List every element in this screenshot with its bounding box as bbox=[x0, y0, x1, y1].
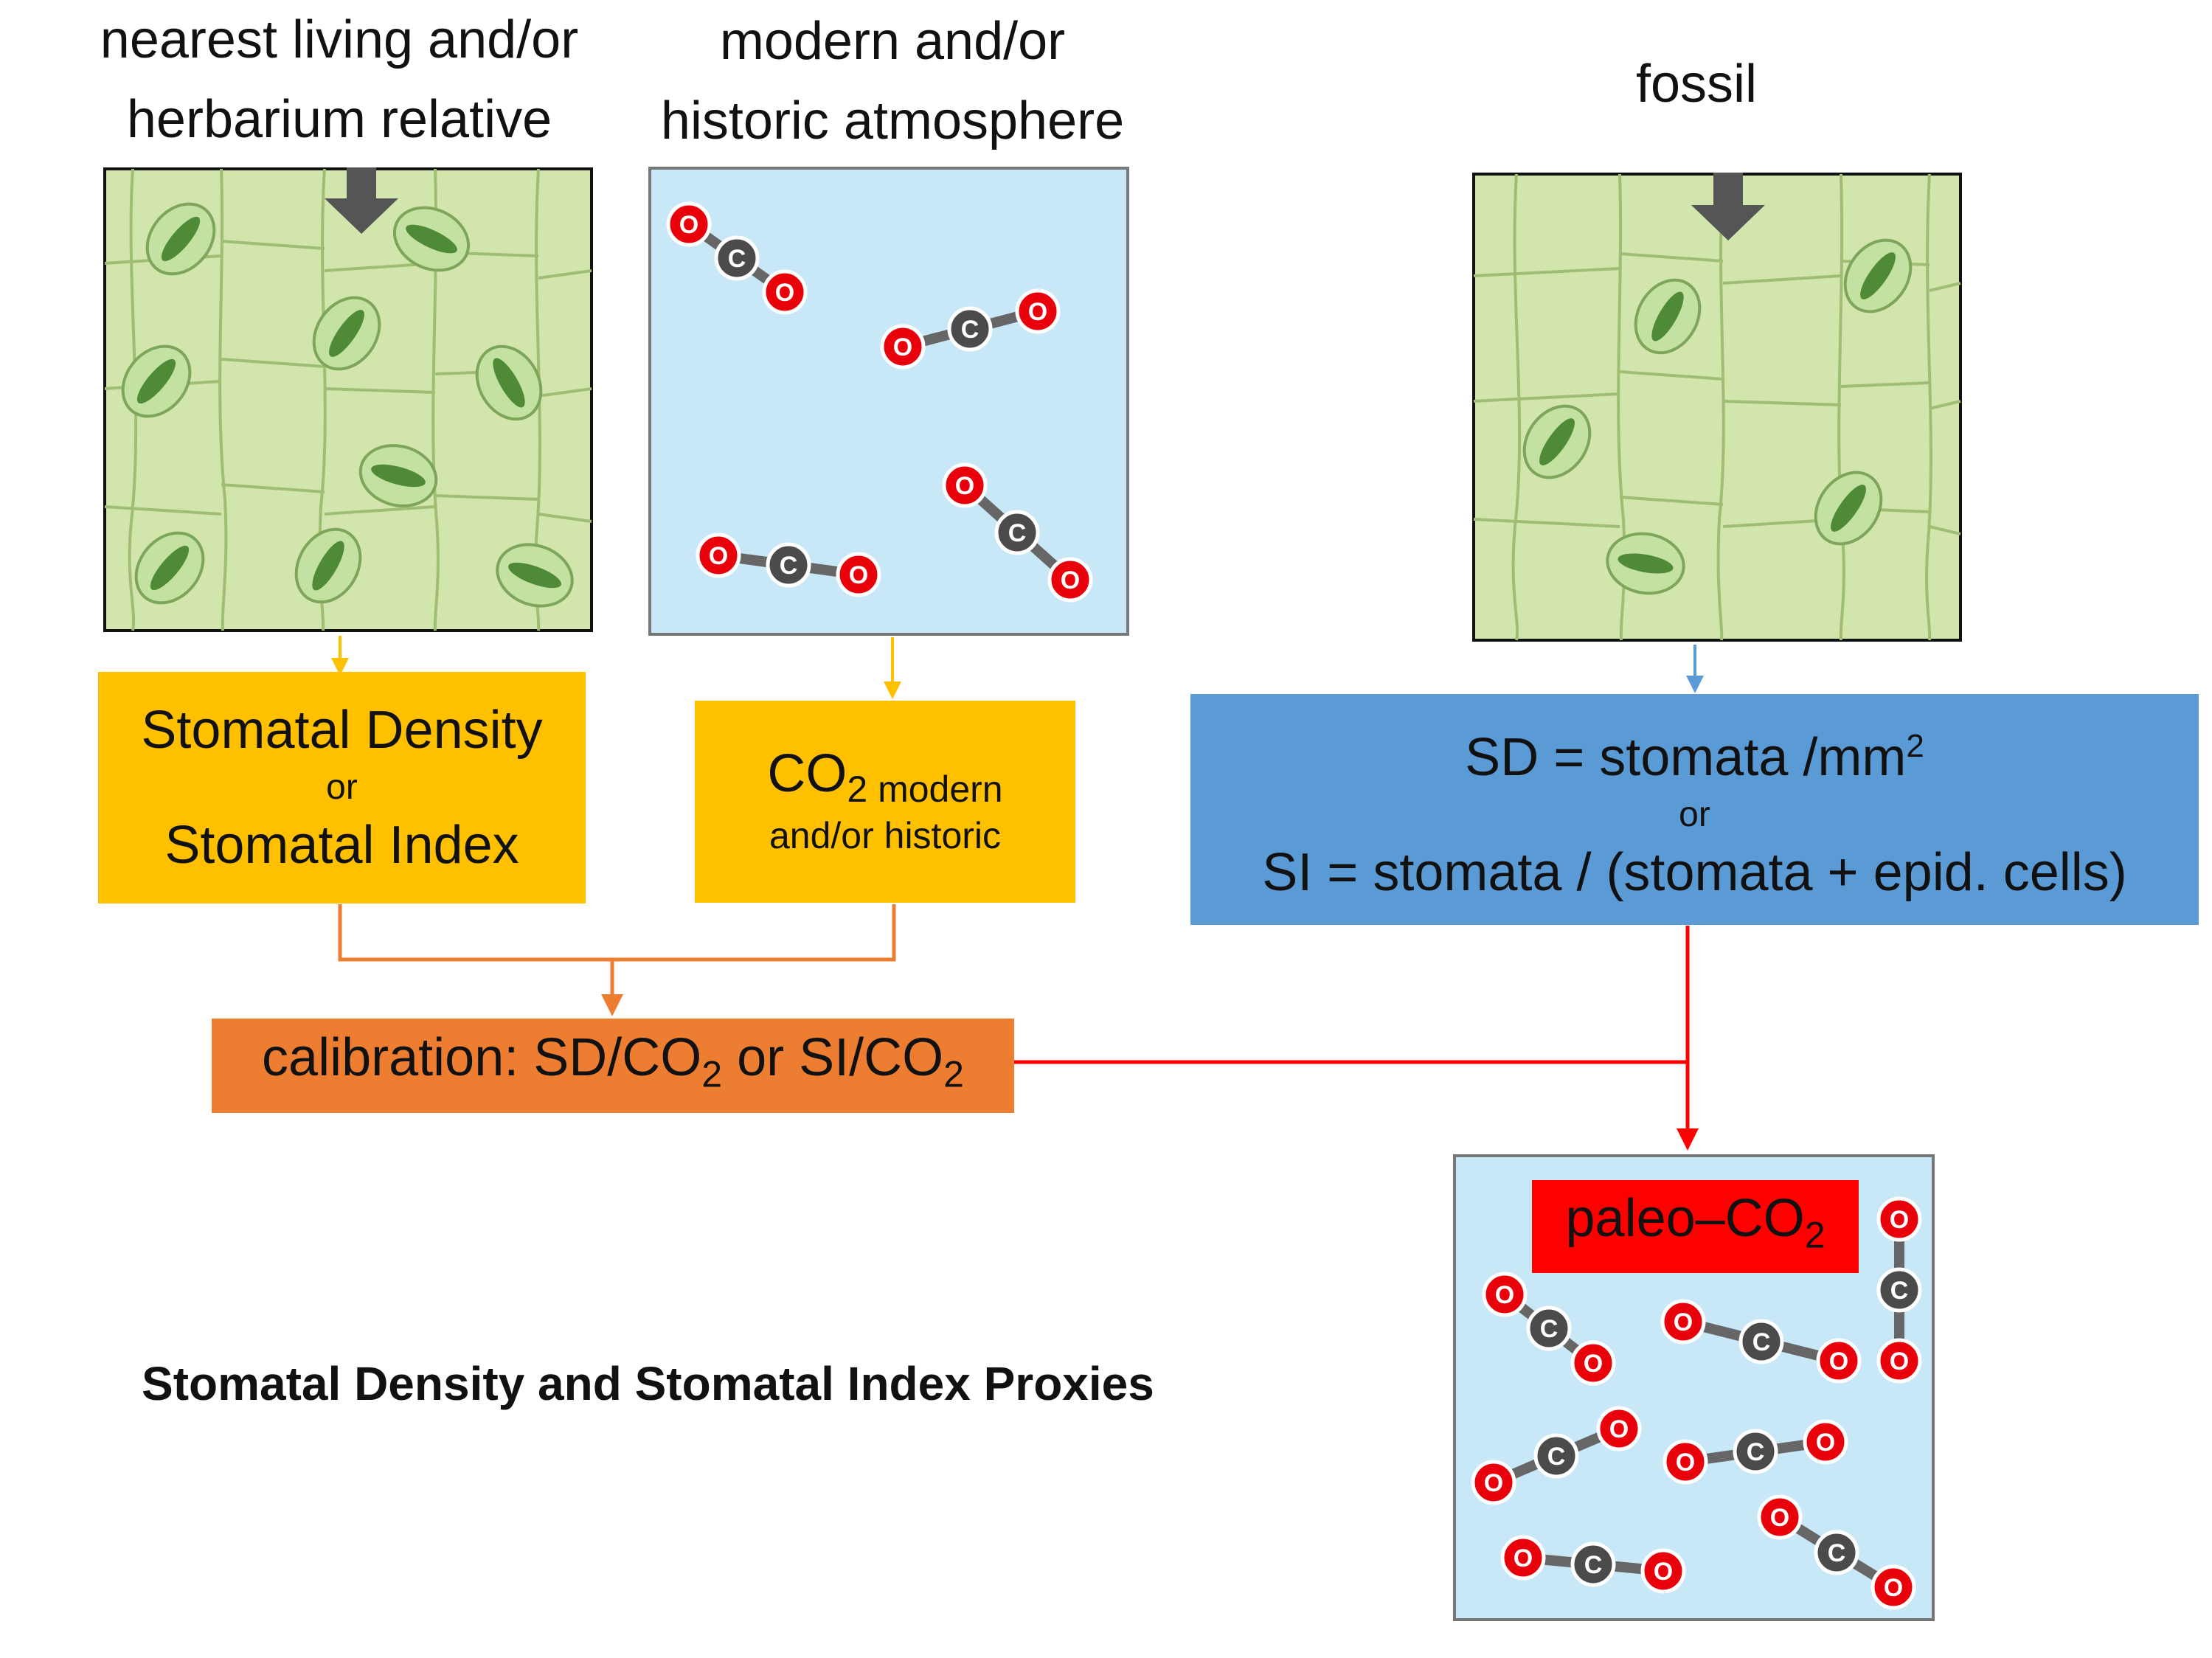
stomata-group-living bbox=[121, 202, 574, 608]
oxygen-atom-label: O bbox=[849, 561, 868, 589]
carbon-atom-label: C bbox=[780, 552, 798, 580]
oxygen-atom-label: O bbox=[1676, 1449, 1695, 1477]
co2-molecule: O C O bbox=[880, 288, 1061, 370]
oxygen-atom-label: O bbox=[893, 333, 912, 361]
header-atmosphere-line2: historic atmosphere bbox=[660, 91, 1125, 150]
calibration-box: calibration: SD/CO2 or SI/CO2 bbox=[212, 1019, 1014, 1113]
co2-molecule: O C O bbox=[666, 201, 808, 315]
stomatal-density-box: Stomatal Density or Stomatal Index bbox=[98, 672, 586, 903]
co2-box-sub: 2 modern bbox=[847, 769, 1003, 810]
stomata-group-fossil bbox=[1522, 238, 1913, 595]
oxygen-atom-label: O bbox=[1061, 566, 1080, 594]
leaf-panel-living bbox=[103, 167, 593, 632]
oxygen-atom-label: O bbox=[1884, 1574, 1903, 1602]
oxygen-atom-label: O bbox=[709, 542, 728, 570]
oxygen-atom-label: O bbox=[1816, 1429, 1835, 1457]
sd-formula-sup: 2 bbox=[1906, 728, 1924, 764]
calibration-sub2: 2 bbox=[943, 1053, 964, 1095]
oxygen-atom-label: O bbox=[1484, 1469, 1503, 1497]
atmosphere-panel: O C O O C O O C O O C O bbox=[648, 167, 1129, 636]
oxygen-atom-label: O bbox=[1654, 1558, 1673, 1586]
header-atmosphere-line1: modern and/or bbox=[719, 12, 1066, 71]
header-fossil: fossil bbox=[1635, 55, 1758, 114]
oxygen-atom-label: O bbox=[1495, 1281, 1514, 1309]
co2-box-co: CO bbox=[767, 744, 847, 803]
co2-molecule: O C O bbox=[1660, 1299, 1862, 1384]
carbon-atom-label: C bbox=[1890, 1277, 1909, 1305]
oxygen-atom-label: O bbox=[1609, 1415, 1629, 1443]
carbon-atom-label: C bbox=[1747, 1438, 1765, 1466]
calibration-prefix: calibration: SD/CO bbox=[262, 1027, 702, 1087]
carbon-atom-label: C bbox=[728, 245, 746, 273]
carbon-atom-label: C bbox=[1828, 1539, 1846, 1567]
diagram-title: Stomatal Density and Stomatal Index Prox… bbox=[142, 1357, 1154, 1410]
oxygen-atom-label: O bbox=[1829, 1347, 1848, 1376]
header-atmosphere: modern and/or historic atmosphere bbox=[597, 1, 1188, 161]
formula-box: SD = stomata /mm2 or SI = stomata / (sto… bbox=[1190, 694, 2199, 925]
leaf-panel-fossil bbox=[1472, 173, 1962, 642]
paleo-prefix: paleo–CO bbox=[1565, 1188, 1805, 1248]
carbon-atom-label: C bbox=[1547, 1443, 1566, 1471]
carbon-atom-label: C bbox=[1008, 519, 1027, 547]
oxygen-atom-label: O bbox=[955, 472, 974, 500]
co2-molecule: O C O bbox=[942, 462, 1093, 603]
header-living-relative: nearest living and/or herbarium relative bbox=[30, 0, 649, 159]
calibration-text: calibration: SD/CO2 or SI/CO2 bbox=[262, 1026, 964, 1106]
oxygen-atom-label: O bbox=[1028, 298, 1047, 326]
paleo-co2-label: paleo–CO2 bbox=[1532, 1180, 1859, 1273]
oxygen-atom-label: O bbox=[1584, 1350, 1603, 1378]
carbon-atom-label: C bbox=[961, 316, 980, 344]
orange-merge-line bbox=[338, 904, 896, 962]
calibration-mid: or SI/CO bbox=[722, 1027, 944, 1087]
oxygen-atom-label: O bbox=[1890, 1206, 1909, 1234]
si-formula: SI = stomata / (stomata + epid. cells) bbox=[1262, 843, 2127, 902]
oxygen-atom-label: O bbox=[1890, 1347, 1909, 1376]
sd-box-line2: Stomatal Index bbox=[164, 816, 519, 875]
co2-box-line2: and/or historic bbox=[769, 815, 1002, 856]
calibration-sub1: 2 bbox=[701, 1053, 723, 1095]
carbon-atom-label: C bbox=[1752, 1328, 1771, 1356]
oxygen-atom-label: O bbox=[1770, 1504, 1789, 1532]
sd-formula-text: SD = stomata /mm bbox=[1465, 728, 1907, 787]
oxygen-atom-label: O bbox=[775, 279, 794, 307]
oxygen-atom-label: O bbox=[1514, 1544, 1533, 1572]
header-living-line1: nearest living and/or bbox=[100, 10, 579, 69]
arrow-down-icon bbox=[325, 167, 398, 234]
sd-formula: SD = stomata /mm2 bbox=[1465, 715, 1924, 789]
oxygen-atom-label: O bbox=[679, 211, 698, 239]
oxygen-atom-label: O bbox=[1674, 1308, 1693, 1336]
header-living-line2: herbarium relative bbox=[126, 90, 552, 149]
co2-molecule: OCO bbox=[1482, 1272, 1616, 1386]
carbon-atom-label: C bbox=[1540, 1315, 1559, 1343]
sd-box-or: or bbox=[326, 768, 358, 807]
sd-box-line1: Stomatal Density bbox=[141, 701, 543, 760]
paleo-sub: 2 bbox=[1804, 1214, 1826, 1256]
co2-molecule: O C O bbox=[1471, 1406, 1642, 1505]
co2-molecule: O C O bbox=[1876, 1196, 1922, 1384]
carbon-atom-label: C bbox=[1584, 1551, 1603, 1579]
co2-molecule: O C O bbox=[1757, 1494, 1916, 1610]
paleo-co2-text: paleo–CO2 bbox=[1565, 1187, 1825, 1266]
formula-or: or bbox=[1679, 795, 1710, 834]
arrow-down-icon bbox=[1691, 173, 1765, 240]
co2-modern-box: CO2 modern and/or historic bbox=[695, 701, 1075, 903]
co2-box-line1: CO2 modern bbox=[767, 742, 1002, 810]
